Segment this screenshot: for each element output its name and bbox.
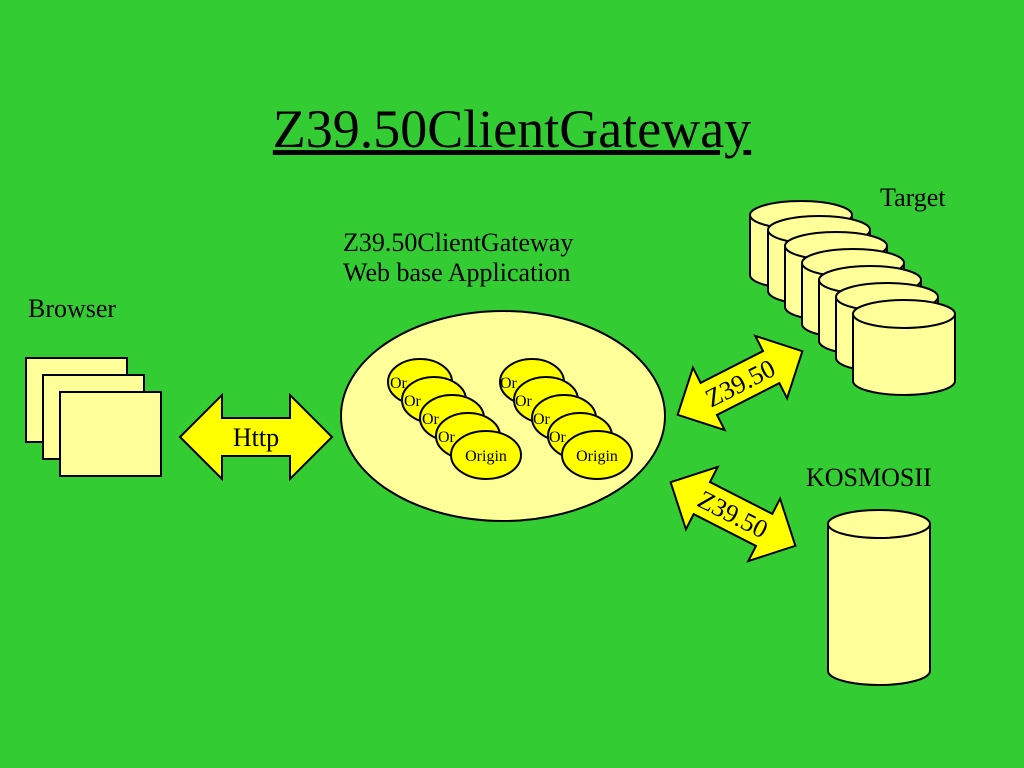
target-databases	[749, 200, 956, 396]
origin-1-4-label: Or	[438, 429, 456, 446]
origin-1-5: Origin	[450, 430, 522, 480]
gateway-app-label: Z39.50ClientGateway Web base Application	[343, 228, 573, 288]
browser-window-3	[59, 391, 162, 477]
target-db-7	[852, 299, 956, 396]
http-arrow-label: Http	[233, 423, 279, 452]
z3950-kosmos-arrow-shape	[669, 465, 797, 563]
http-arrow-shape	[178, 392, 334, 482]
http-arrow: Http	[178, 392, 334, 482]
origin-1-1-label: Or	[390, 375, 408, 392]
origin-1-2-label: Or	[404, 393, 422, 410]
origin-2-1-label: Or	[500, 375, 518, 392]
origin-2-4-label: Or	[549, 429, 567, 446]
z3950-kosmos-arrow: Z39.50	[669, 465, 797, 563]
z3950-target-arrow: Z39.50	[676, 334, 804, 432]
browser-windows	[25, 357, 162, 477]
origin-2-3-label: Or	[533, 411, 551, 428]
gateway-app-label-line2: Web base Application	[343, 257, 571, 287]
origin-1-5-label: Origin	[465, 448, 507, 465]
slide-title: Z39.50ClientGateway	[272, 99, 752, 159]
kosmos-label: KOSMOSII	[806, 463, 932, 492]
gateway-app-label-line1: Z39.50ClientGateway	[343, 228, 574, 257]
kosmos-database	[827, 509, 931, 686]
target-label: Target	[880, 183, 946, 212]
z3950-target-arrow-shape	[676, 334, 804, 432]
browser-label: Browser	[28, 294, 117, 323]
origin-group-2: Or Or Or Or Origin	[499, 358, 633, 480]
origin-2-5: Origin	[561, 430, 633, 480]
origin-group-1: Or Or Or Or Origin	[387, 358, 522, 480]
origin-2-2-label: Or	[515, 393, 533, 410]
origin-2-5-label: Origin	[576, 448, 618, 465]
origin-1-3-label: Or	[422, 411, 440, 428]
gateway-app-ellipse	[340, 310, 666, 522]
